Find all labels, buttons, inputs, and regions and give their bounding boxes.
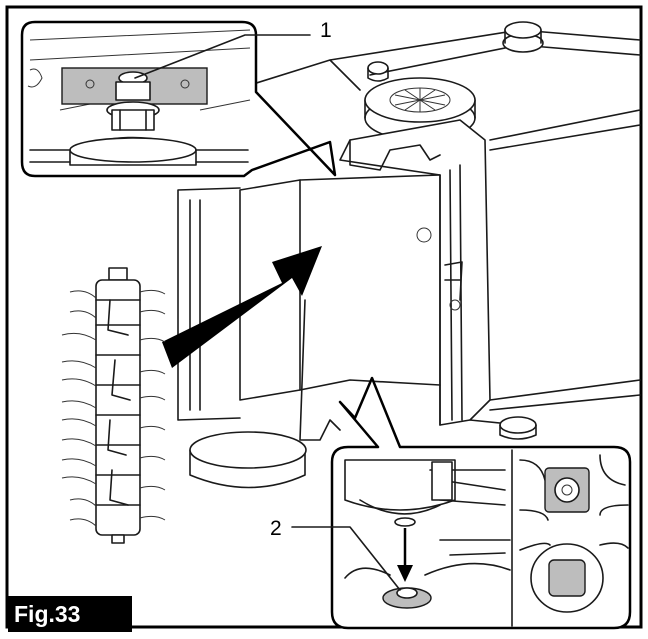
mower-body xyxy=(177,21,641,489)
callout-label-2: 2 xyxy=(270,517,282,540)
detail-inset-top xyxy=(20,20,337,178)
callout-2-leader xyxy=(291,526,401,591)
insert-direction-arrow xyxy=(162,246,322,368)
figure-frame xyxy=(5,5,643,629)
callout-1-leader xyxy=(134,34,311,79)
front-roller xyxy=(189,431,307,489)
detail-inset-bottom xyxy=(291,376,632,630)
square-hub-end-view xyxy=(548,559,586,597)
figure-number-label: Fig.33 xyxy=(8,596,132,632)
callout-label-1: 1 xyxy=(320,19,332,42)
cutting-reel xyxy=(61,267,166,544)
